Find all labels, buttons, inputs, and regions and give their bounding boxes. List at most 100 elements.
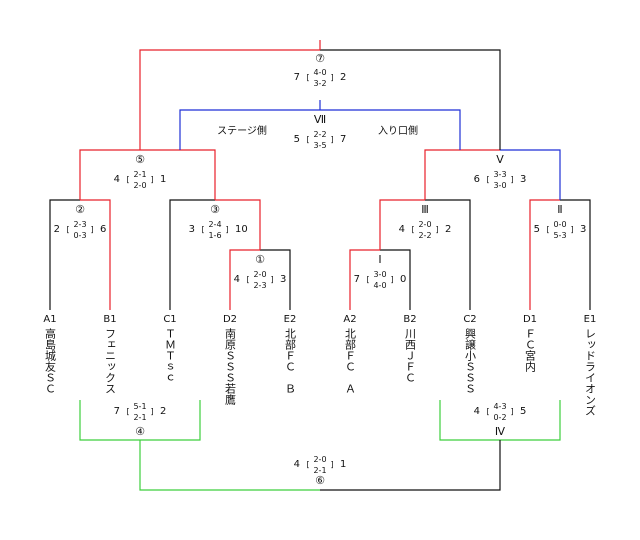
team-E1: E1 レッドライオンズ: [584, 314, 597, 416]
score-left: 4: [399, 224, 405, 235]
score-left: 3: [189, 224, 195, 235]
bracket-open: [: [246, 275, 249, 284]
team-labels: A1 高島城友ＳＣ B1 フェニックス C1 ＴＭＴｓｃ D2 南原ＳＳＳ若鷹 …: [43, 314, 596, 416]
line-mVII-left: [179, 109, 320, 150]
score-left: 4: [114, 174, 120, 185]
match-VII: Ⅶ 5 [ 2-2 3-5 ] 7: [294, 113, 347, 150]
line-mV-mIII: [424, 149, 500, 200]
line-mVII-right: [320, 109, 461, 150]
line-m2-b1: [80, 199, 111, 310]
half1-score: 3-0: [373, 270, 386, 279]
match-6: 4 [ 2-0 2-1 ] 1 ⑥: [294, 455, 347, 487]
bracket-close: ]: [330, 73, 333, 82]
bracket-open: [: [366, 275, 369, 284]
line-m3-c1: [169, 199, 215, 310]
score-left: 4: [234, 274, 240, 285]
line-m7-right: [320, 49, 501, 150]
match-4: 7 [ 5-1 2-1 ] 2 ④: [114, 402, 167, 438]
bracket-close: ]: [270, 275, 273, 284]
team-code: C1: [163, 314, 176, 325]
bracket-close: ]: [390, 275, 393, 284]
score-left: 5: [534, 224, 540, 235]
score-left: 4: [294, 459, 300, 470]
match-IV: 4 [ 4-3 0-2 ] 5 Ⅳ: [474, 402, 527, 438]
bracket-open: [: [306, 135, 309, 144]
half1-score: 2-4: [208, 220, 221, 229]
score-left: 6: [474, 174, 480, 185]
line-m1-d2: [229, 249, 260, 310]
half2-score: 0-3: [73, 231, 86, 240]
match-7: ⑦ 7 [ 4-0 3-2 ] 2: [294, 52, 347, 88]
team-code: E1: [584, 314, 597, 325]
match-5: ⑤ 4 [ 2-1 2-0 ] 1: [114, 153, 167, 190]
team-code: B2: [403, 314, 416, 325]
half2-score: 4-0: [373, 281, 386, 290]
team-name: 興譲小ＳＳＳ: [464, 328, 477, 394]
team-name: 川西ＪＦＣ: [404, 328, 417, 383]
bracket-close: ]: [510, 175, 513, 184]
bracket-close: ]: [510, 407, 513, 416]
bracket-open: [: [486, 175, 489, 184]
team-code: D1: [523, 314, 537, 325]
half2-score: 1-6: [208, 231, 221, 240]
team-D2: D2 南原ＳＳＳ若鷹: [223, 314, 237, 406]
team-name: レッドライオンズ: [584, 328, 597, 416]
half1-score: 3-3: [493, 170, 506, 179]
team-name: 南原ＳＳＳ若鷹: [224, 328, 237, 406]
match-mark: ③: [210, 203, 220, 216]
line-mIII-c2: [425, 199, 471, 310]
line-m6-left: [139, 440, 320, 491]
bracket-close: ]: [150, 175, 153, 184]
match-mark: ⑥: [315, 474, 325, 487]
half2-score: 3-5: [313, 141, 326, 150]
match-mark: Ⅲ: [421, 203, 429, 216]
match-mark: Ⅰ: [378, 253, 381, 266]
score-left: 7: [294, 72, 300, 83]
half1-score: 2-0: [418, 220, 431, 229]
half2-score: 3-0: [493, 181, 506, 190]
half2-score: 2-1: [133, 413, 146, 422]
bracket-open: [: [66, 225, 69, 234]
team-code: A1: [43, 314, 56, 325]
half2-score: 3-2: [313, 79, 326, 88]
match-mark: ⑤: [135, 153, 145, 166]
half2-score: 5-3: [553, 231, 566, 240]
half1-score: 2-2: [313, 130, 326, 139]
score-right: 1: [340, 459, 346, 470]
team-B1: B1 フェニックス: [103, 314, 116, 394]
half2-score: 0-2: [493, 413, 506, 422]
side-label-left: ステージ側: [217, 124, 267, 137]
half1-score: 0-0: [553, 220, 566, 229]
bracket-close: ]: [225, 225, 228, 234]
score-right: 3: [280, 274, 286, 285]
bracket-open: [: [411, 225, 414, 234]
bracket-open: [: [546, 225, 549, 234]
team-code: D2: [223, 314, 237, 325]
half1-score: 5-1: [133, 402, 146, 411]
team-C1: C1 ＴＭＴｓｃ: [163, 314, 176, 383]
bracket-open: [: [306, 460, 309, 469]
score-left: 4: [474, 406, 480, 417]
score-right: 2: [160, 406, 166, 417]
score-right: 5: [520, 406, 526, 417]
match-mark: ⑦: [315, 52, 325, 65]
team-A2: A2 北部ＦＣ Ａ: [343, 314, 356, 394]
team-name: フェニックス: [104, 328, 117, 394]
score-left: 5: [294, 134, 300, 145]
line-mII-e1: [560, 199, 591, 310]
score-right: 3: [580, 224, 586, 235]
score-right: 10: [235, 224, 248, 235]
score-left: 7: [354, 274, 360, 285]
half1-score: 4-3: [493, 402, 506, 411]
match-mark: Ⅱ: [557, 203, 562, 216]
line-mV-mII: [500, 149, 561, 200]
match-2: ② 2 [ 2-3 0-3 ] 6: [54, 203, 107, 240]
team-code: B1: [103, 314, 116, 325]
bracket-close: ]: [570, 225, 573, 234]
line-m5-m3: [140, 149, 216, 200]
half1-score: 2-1: [133, 170, 146, 179]
match-V: Ⅴ 6 [ 3-3 3-0 ] 3: [474, 153, 527, 190]
match-mark: Ⅳ: [495, 425, 506, 438]
score-right: 2: [340, 72, 346, 83]
